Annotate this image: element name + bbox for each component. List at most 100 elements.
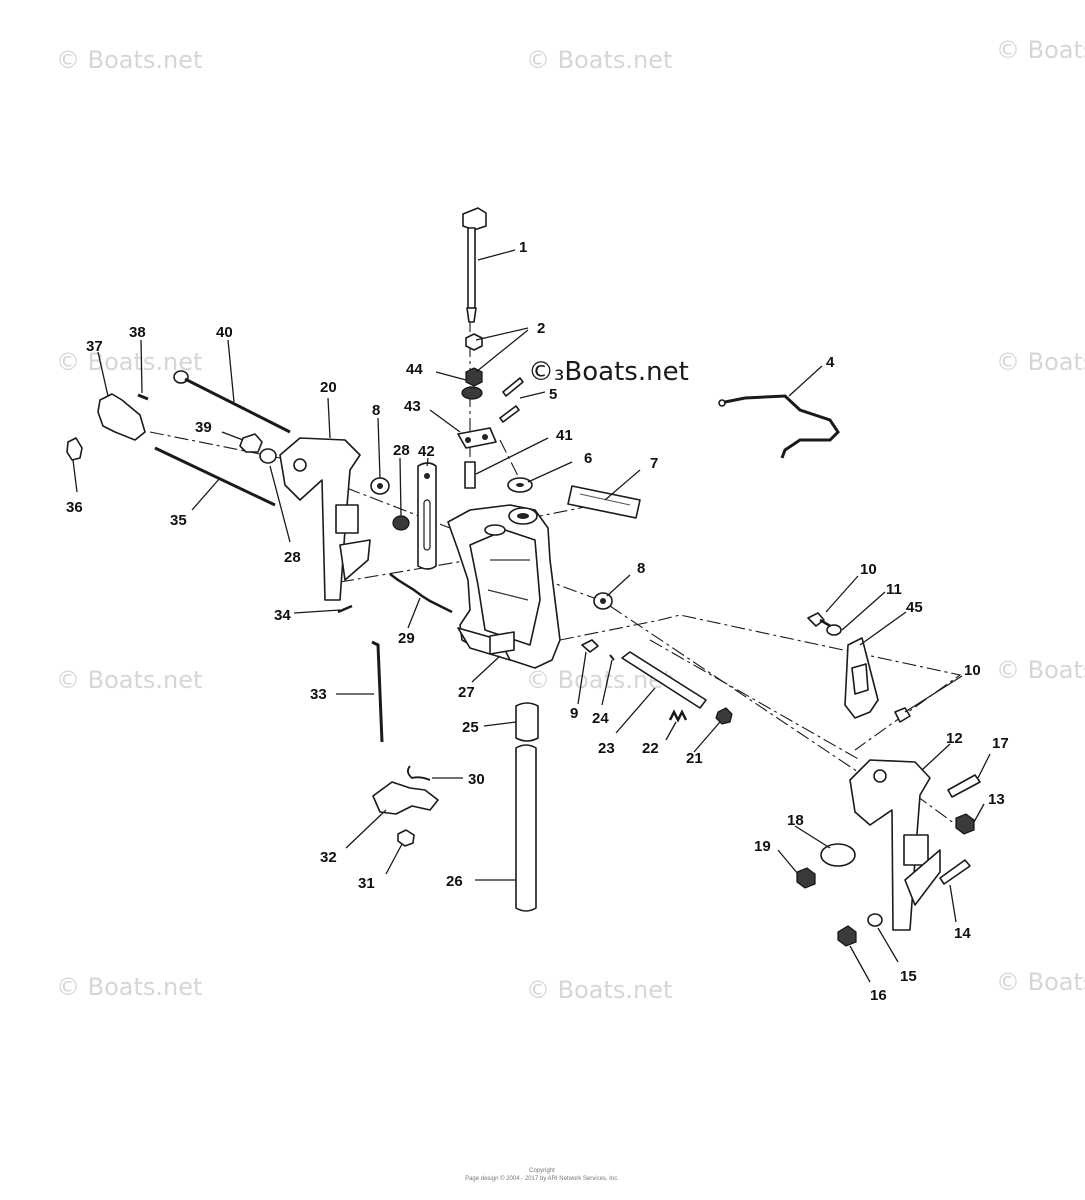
callout-20: 20 [320, 379, 337, 396]
callout-35: 35 [170, 512, 187, 529]
pin-small-2 [499, 405, 520, 423]
washer-28 [259, 448, 277, 464]
callout-26: 26 [446, 873, 463, 890]
callout-39: 39 [195, 419, 212, 436]
decal [567, 485, 641, 519]
washer-44 [461, 386, 483, 400]
callout-2: 2 [537, 320, 545, 337]
clip-36 [66, 437, 83, 461]
callout-23: 23 [598, 740, 615, 757]
footer-line-1: Copyright [529, 1168, 555, 1174]
callout-14: 14 [954, 925, 971, 942]
callout-4: 4 [826, 354, 835, 371]
callout-28: 28 [284, 549, 301, 566]
lock-plate [457, 427, 497, 449]
callout-30: 30 [468, 771, 485, 788]
callout-labels: 1 2 4 5 6 7 8 8 9 10 10 11 12 13 14 15 1… [66, 239, 1009, 1004]
watermark: © Boats.net [56, 46, 202, 74]
washer-11 [826, 624, 842, 636]
callout-32: 32 [320, 849, 337, 866]
callout-34: 34 [274, 607, 291, 624]
callout-45: 45 [906, 599, 923, 616]
callout-25: 25 [462, 719, 479, 736]
tilt-plate [844, 637, 879, 719]
callout-36: 36 [66, 499, 83, 516]
callout-11: 11 [886, 581, 902, 598]
watermark: © Boats.net [56, 666, 202, 694]
callout-21: 21 [686, 750, 703, 767]
clamp-bracket-right [849, 759, 941, 931]
clamp-bracket-left [279, 437, 371, 601]
nut-pair [465, 333, 483, 387]
assembly-lines [149, 318, 971, 836]
nut-31 [397, 829, 415, 847]
clamp-32 [372, 781, 439, 815]
callout-10b: 10 [964, 662, 981, 679]
nut-19 [796, 867, 816, 889]
nut-39 [239, 433, 263, 453]
callout-8: 8 [372, 402, 380, 419]
long-bolt-40 [173, 370, 291, 434]
callout-44: 44 [406, 361, 423, 378]
steering-pin [462, 207, 487, 323]
watermark-center: ©₃Boats.net [528, 357, 689, 387]
callout-40: 40 [216, 324, 233, 341]
bushing [515, 702, 539, 742]
watermark: © Boats.net [526, 46, 672, 74]
leader-lines [72, 249, 991, 983]
callout-42: 42 [418, 443, 435, 460]
spring-29 [389, 573, 453, 614]
callout-9: 9 [570, 705, 578, 722]
callout-31: 31 [358, 875, 375, 892]
callout-16: 16 [870, 987, 887, 1004]
callout-1: 1 [519, 239, 527, 256]
watermark: © Boats.net [996, 656, 1085, 684]
watermark: © Boats.net [526, 976, 672, 1004]
swivel-tube [515, 744, 537, 912]
pin-38 [137, 393, 149, 401]
callout-7: 7 [650, 455, 658, 472]
tilt-shaft [621, 651, 707, 709]
watermark: © Boats.net [56, 973, 202, 1001]
callout-17: 17 [992, 735, 1009, 752]
callout-24: 24 [592, 710, 609, 727]
footer: Copyright Page design © 2004 - 2017 by A… [465, 1168, 619, 1182]
slotted-plate [417, 462, 437, 570]
callout-22: 22 [642, 740, 659, 757]
rod-35 [154, 446, 276, 507]
nut-16 [837, 925, 857, 947]
sleeve [464, 461, 476, 489]
tilt-rod [718, 394, 840, 459]
watermark: © Boats.net [996, 968, 1085, 996]
callout-38: 38 [129, 324, 146, 341]
callout-28b: 28 [393, 442, 410, 459]
pin-34 [337, 604, 353, 614]
bolt-14 [939, 859, 971, 885]
clip-30 [407, 765, 431, 781]
fitting-9 [581, 639, 599, 653]
swivel-bracket [447, 504, 561, 669]
nut-13 [955, 813, 975, 835]
callout-18: 18 [787, 812, 804, 829]
watermark: © Boats.net [996, 36, 1085, 64]
footer-line-2: Page design © 2004 - 2017 by ARI Network… [465, 1175, 619, 1182]
callout-33: 33 [310, 686, 327, 703]
callout-12: 12 [946, 730, 963, 747]
fitting-27 [489, 631, 515, 655]
callout-43: 43 [404, 398, 421, 415]
pin-small [502, 377, 524, 397]
washer-18 [820, 843, 856, 867]
callout-13: 13 [988, 791, 1005, 808]
spring-22 [668, 709, 688, 723]
nut-28 [392, 515, 410, 531]
callout-8b: 8 [637, 560, 645, 577]
callout-19: 19 [754, 838, 771, 855]
callout-10: 10 [860, 561, 877, 578]
callout-41: 41 [556, 427, 573, 444]
callout-37: 37 [86, 338, 103, 355]
callout-27: 27 [458, 684, 475, 701]
bolt-17 [947, 774, 981, 798]
callout-5: 5 [549, 386, 557, 403]
rod-33 [371, 640, 384, 743]
nut-21 [715, 707, 733, 725]
